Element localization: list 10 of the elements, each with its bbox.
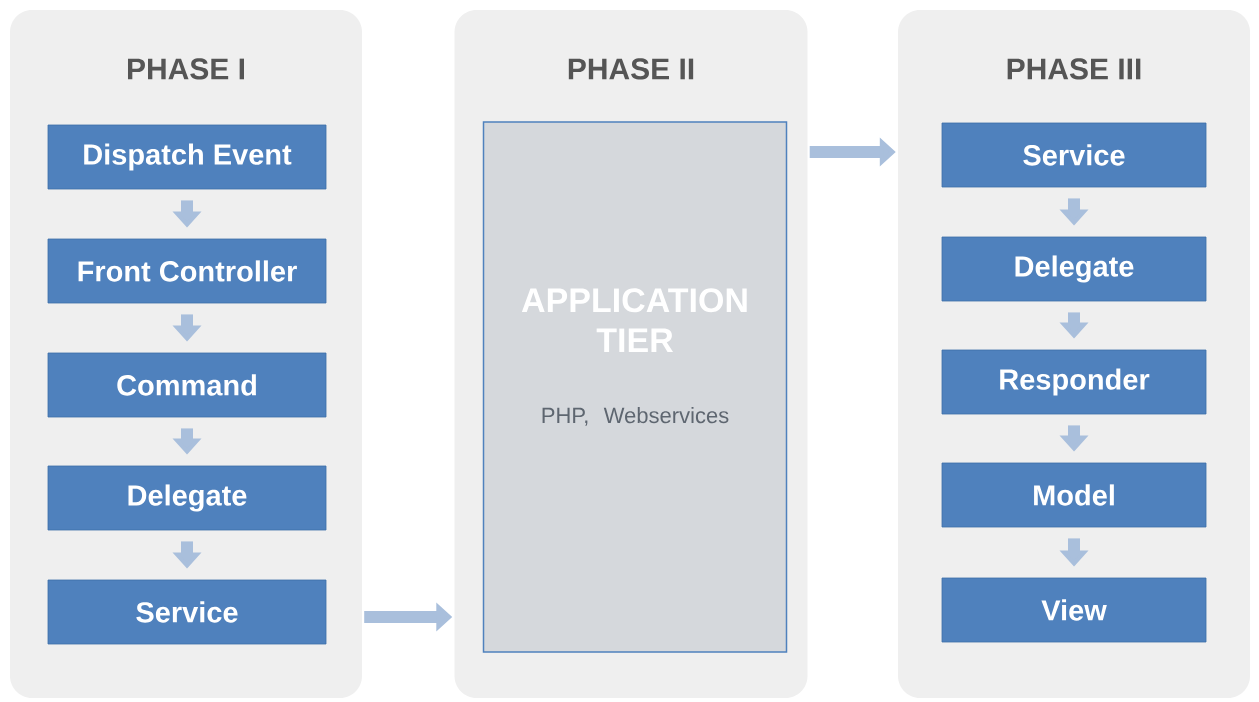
- process-box: Delegate: [941, 236, 1207, 302]
- process-box: View: [941, 577, 1207, 643]
- process-box: Model: [941, 462, 1207, 528]
- process-box: Command: [47, 352, 327, 418]
- process-box: Dispatch Event: [47, 124, 327, 190]
- process-box: Delegate: [47, 465, 327, 531]
- process-box: Service: [47, 579, 327, 645]
- process-box: Responder: [941, 349, 1207, 415]
- process-box: Service: [941, 122, 1207, 188]
- process-box: Front Controller: [47, 238, 327, 304]
